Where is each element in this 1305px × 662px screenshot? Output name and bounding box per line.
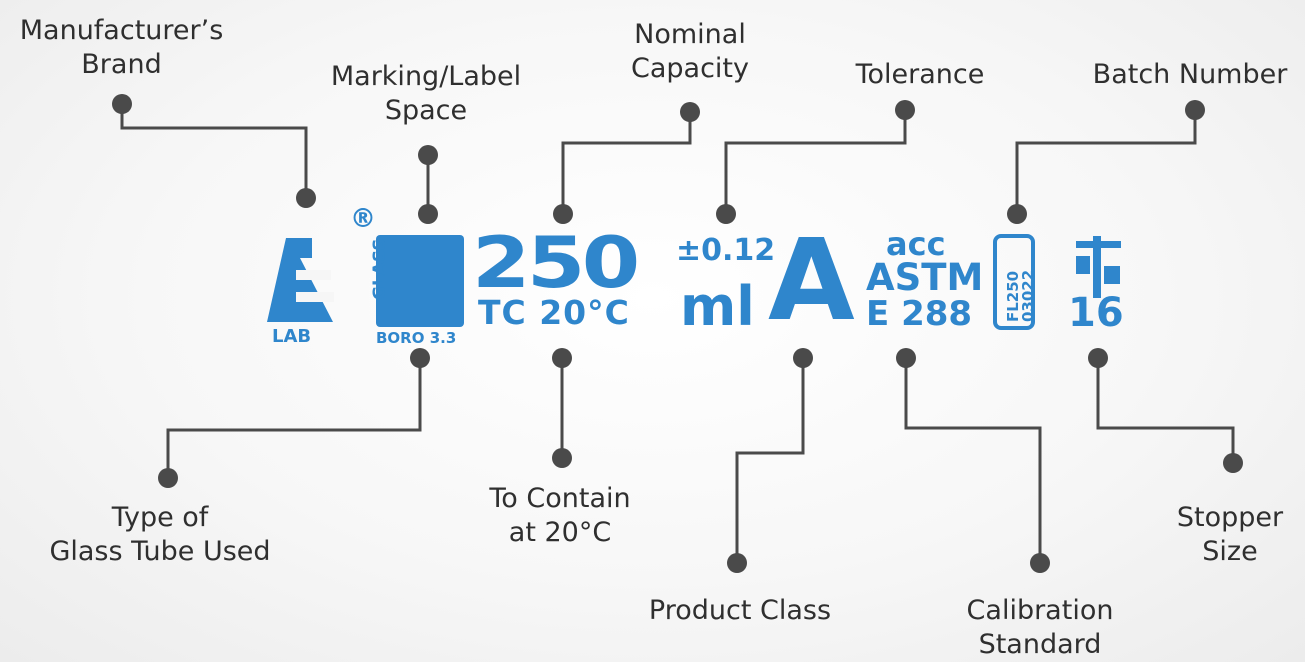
dot bbox=[1223, 453, 1243, 473]
dot bbox=[112, 94, 132, 114]
brand-glass-text: GLASS bbox=[370, 238, 390, 300]
dot bbox=[552, 448, 572, 468]
product-class-letter: A bbox=[768, 216, 855, 346]
dot bbox=[1185, 100, 1205, 120]
dot bbox=[895, 100, 915, 120]
brand-logo-icon bbox=[267, 238, 334, 322]
label-product-class: Product Class bbox=[648, 595, 832, 626]
brand-lab-text: LAB bbox=[272, 326, 312, 347]
brand-registered: ® bbox=[350, 204, 376, 234]
tolerance-value: ±0.12 bbox=[676, 233, 776, 268]
capacity-value: 250 bbox=[472, 222, 640, 304]
dot bbox=[553, 204, 573, 224]
dot bbox=[410, 348, 430, 368]
stopper-symbol-icon bbox=[1076, 236, 1121, 298]
dot bbox=[418, 204, 438, 224]
astm-text: ASTM bbox=[866, 256, 984, 299]
contain-text: TC 20°C bbox=[478, 293, 630, 332]
dot bbox=[552, 348, 572, 368]
unit-text: ml bbox=[680, 275, 755, 338]
dot bbox=[158, 468, 178, 488]
leader-glass bbox=[166, 358, 422, 478]
leader-batch bbox=[1015, 110, 1197, 214]
dot bbox=[727, 553, 747, 573]
acc-text: acc bbox=[886, 225, 946, 263]
label-batch-number: Batch Number bbox=[1092, 59, 1288, 90]
batch-frame bbox=[993, 234, 1035, 330]
stopper-size-value: 16 bbox=[1068, 290, 1124, 336]
leader-product bbox=[735, 358, 805, 563]
label-tolerance: Tolerance bbox=[855, 59, 985, 90]
dot bbox=[1088, 348, 1108, 368]
dot bbox=[418, 145, 438, 165]
astm-code-text: E 288 bbox=[866, 294, 973, 334]
dot bbox=[793, 348, 813, 368]
leader-manufacturer bbox=[120, 104, 308, 198]
label-space-box bbox=[376, 235, 464, 327]
leader-stopper bbox=[1096, 358, 1235, 463]
dot bbox=[296, 188, 316, 208]
dot bbox=[680, 102, 700, 122]
dot bbox=[716, 204, 736, 224]
dot bbox=[1007, 204, 1027, 224]
dot bbox=[896, 348, 916, 368]
batch-line-2: 03022 bbox=[1019, 269, 1037, 322]
boro-text: BORO 3.3 bbox=[376, 329, 457, 347]
leader-calibration bbox=[904, 358, 1042, 563]
leader-tolerance bbox=[724, 110, 907, 214]
leader-capacity bbox=[561, 112, 692, 214]
dot bbox=[1030, 553, 1050, 573]
